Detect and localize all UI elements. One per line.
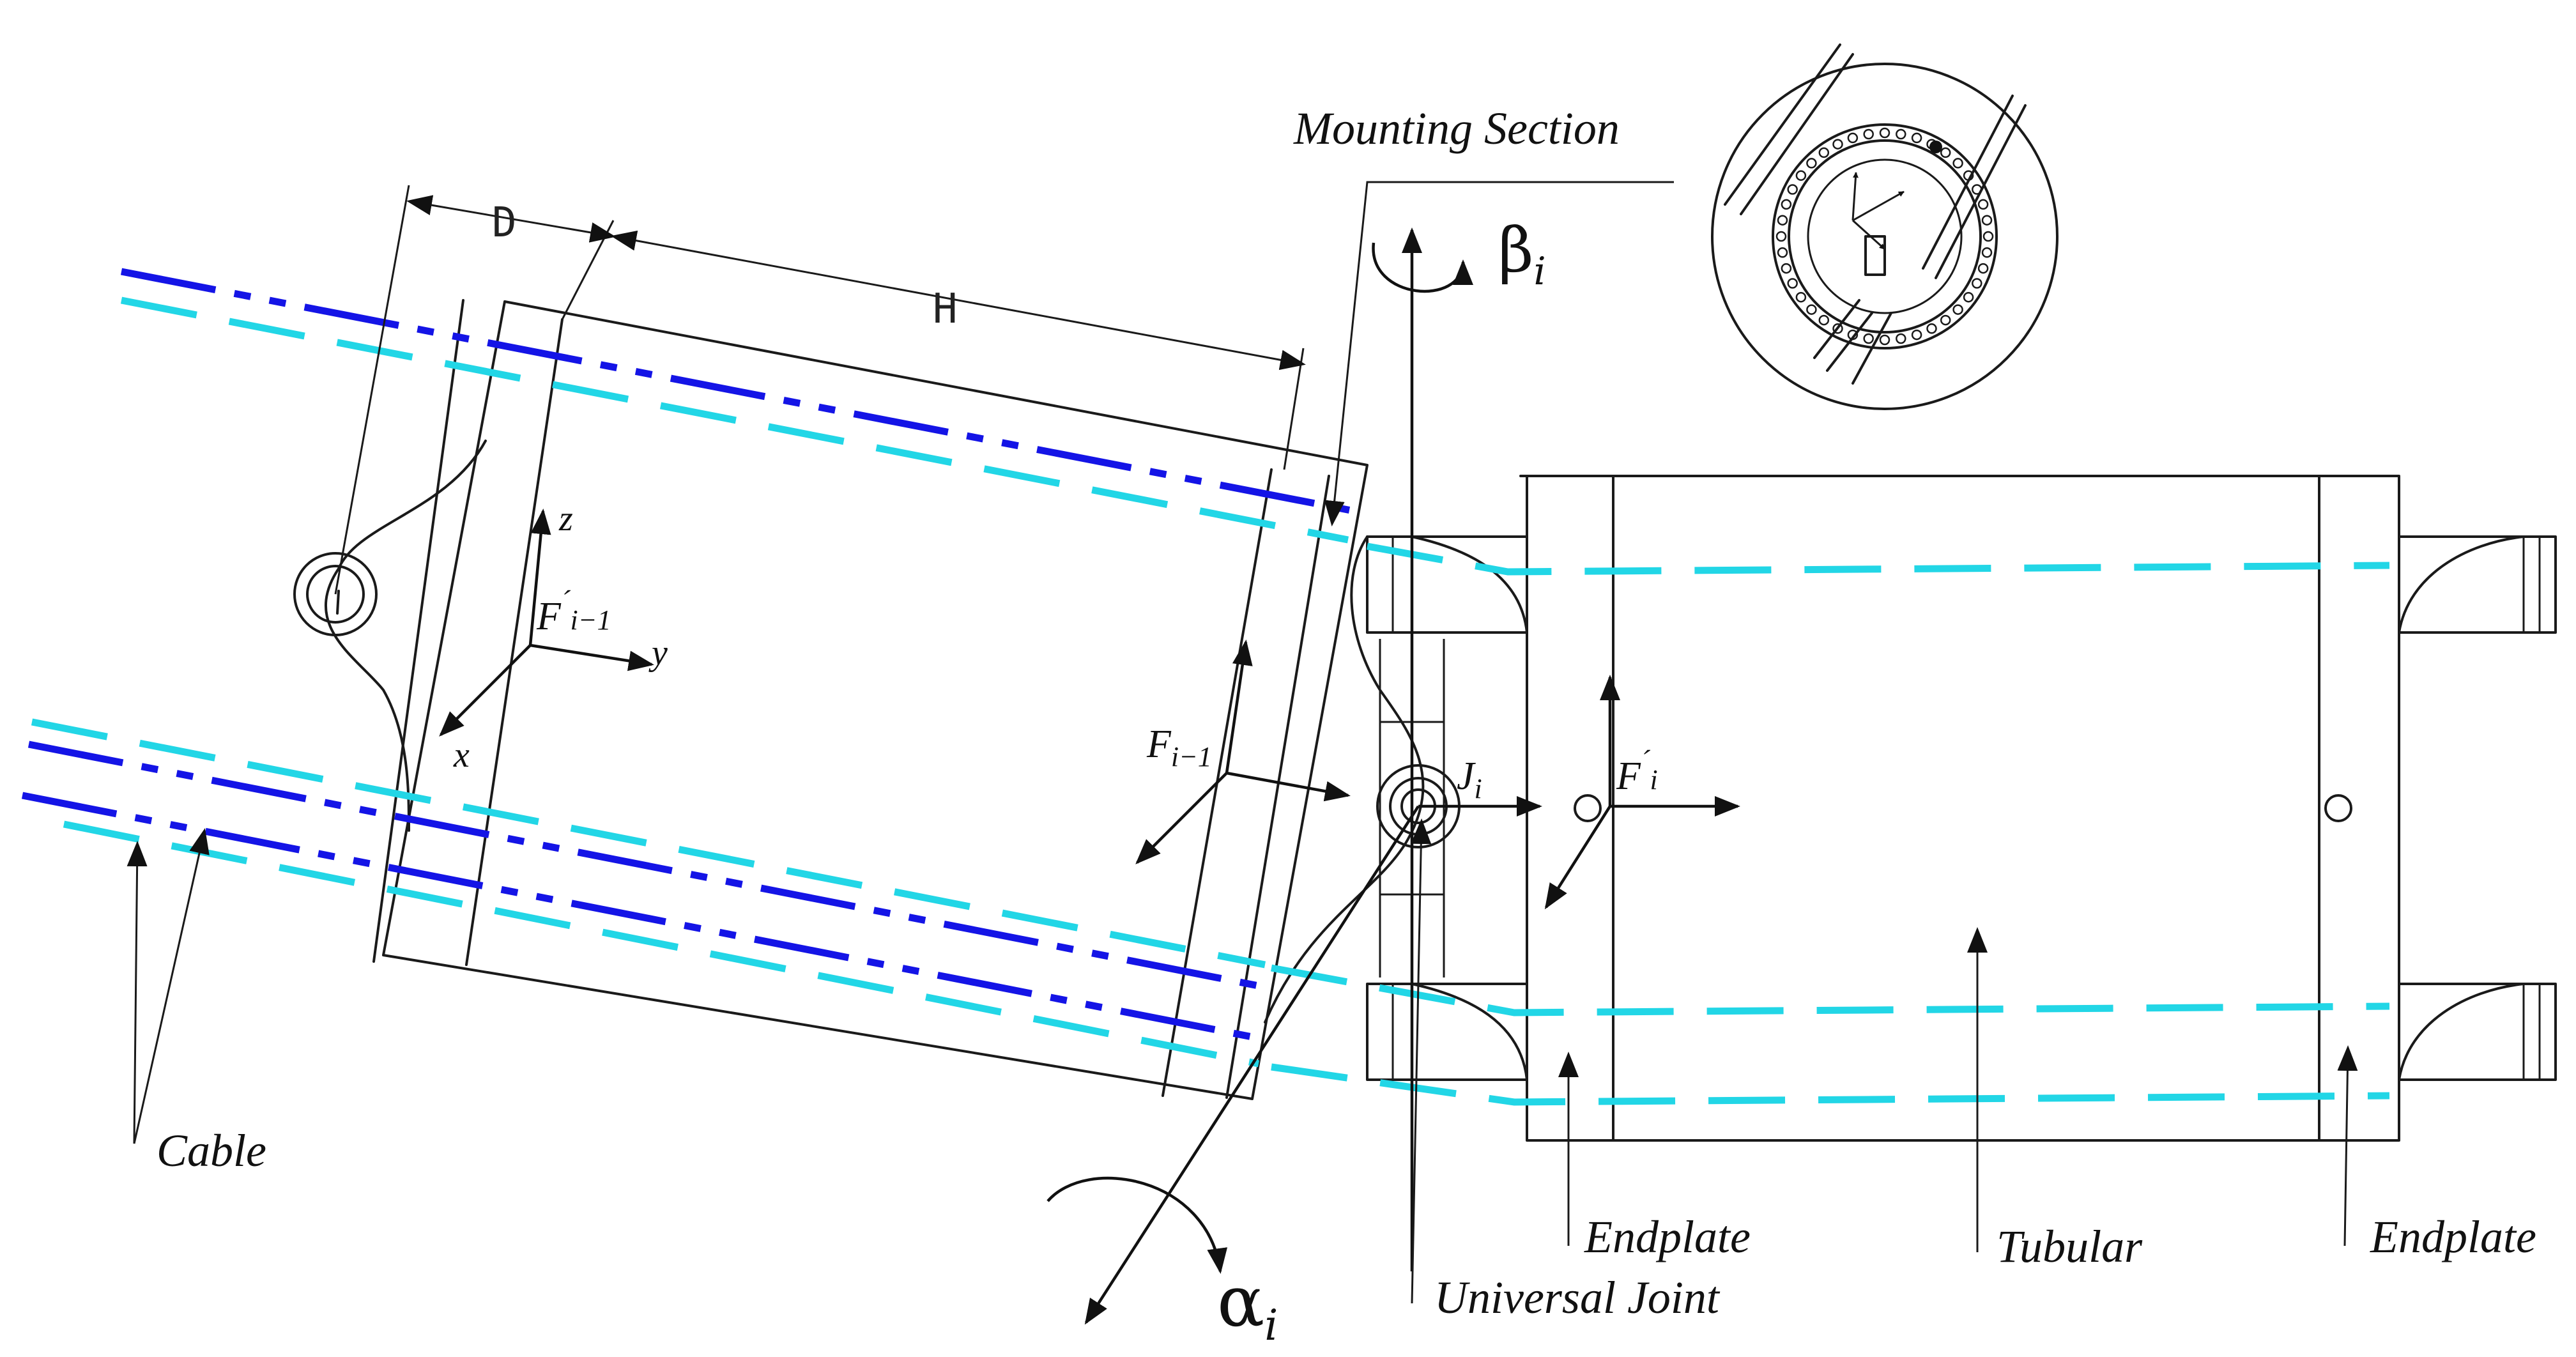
bolt-hole — [1982, 231, 1994, 242]
cable-blue-low — [21, 792, 1260, 1042]
cables — [21, 268, 2390, 1106]
alpha-label: αi — [1217, 1261, 1278, 1350]
bolt-hole — [1787, 278, 1798, 289]
bolt-hole — [1818, 314, 1830, 326]
beta-rotation: βi — [1372, 215, 1546, 1271]
bolt-hole — [1879, 334, 1890, 346]
bolt-hole — [1940, 147, 1951, 158]
mounting-bolt-holes — [1775, 127, 1994, 346]
left-module-body — [382, 300, 1368, 1100]
tubular-label: Tubular — [1997, 1221, 2143, 1272]
cable-blue-mid — [27, 740, 1266, 991]
bolt-hole — [1832, 323, 1843, 334]
right-module-body — [1526, 475, 2400, 1142]
bolt-hole — [1847, 132, 1859, 144]
cable-cyan-top — [120, 296, 1349, 544]
bolt-hole — [1896, 333, 1906, 344]
dimensions: D H — [334, 185, 1306, 595]
bolt-hole — [1863, 333, 1874, 344]
right-module — [1366, 475, 2557, 1142]
beta-label: βi — [1498, 215, 1546, 294]
bolt-hole — [1926, 323, 1937, 334]
bolt-hole — [1806, 158, 1817, 169]
bolt-hole — [1775, 231, 1787, 242]
bolt-hole — [1879, 127, 1890, 139]
right-lug — [1264, 535, 1425, 1023]
bolt-hole — [1832, 139, 1843, 150]
bolt-hole — [1818, 147, 1830, 158]
axis-z-label: z — [558, 499, 573, 539]
axis-y-label: y — [648, 633, 668, 673]
bolt-hole — [1777, 215, 1788, 226]
bolt-hole — [1952, 304, 1963, 315]
alpha-rotation: αi — [1046, 805, 1420, 1350]
dim-h-label: H — [933, 286, 958, 333]
bolt-hole — [1952, 158, 1963, 169]
cable-cyan-top-right — [1367, 542, 2390, 576]
joint-axis: Ji — [1418, 755, 1542, 816]
left-lug — [324, 440, 487, 832]
endplate-right-label: Endplate — [2370, 1211, 2536, 1262]
bolt-hole — [1896, 128, 1906, 140]
axis-x-label: x — [453, 735, 470, 775]
bolt-hole — [1977, 263, 1989, 274]
bolt-hole — [1787, 184, 1798, 195]
cable-cyan-low — [63, 820, 1260, 1068]
bolt-hole — [1781, 199, 1792, 210]
dim-d-label: D — [492, 199, 517, 247]
fprime-i-label: F´i — [1616, 745, 1658, 798]
cable-blue-top — [120, 268, 1356, 515]
bolt-hole — [1795, 170, 1807, 181]
bolt-hole — [1963, 291, 1974, 303]
f-prev-label: Fi−1 — [1146, 723, 1212, 772]
j-label: Ji — [1457, 755, 1482, 804]
bolt-hole — [1981, 247, 1993, 258]
fprime-prev-label: F´i−1 — [536, 585, 611, 638]
cable-cyan-low-right — [1271, 1063, 2390, 1106]
mounting-section-inset — [1711, 43, 2058, 410]
bolt-hole — [1981, 215, 1993, 226]
annotations: Mounting Section Cable Endplate Tubular … — [126, 103, 2536, 1323]
mounting-section-label: Mounting Section — [1293, 103, 1620, 154]
bolt-hole — [1806, 304, 1817, 315]
bolt-hole — [1972, 278, 1982, 289]
cable-cyan-mid-right — [1271, 964, 2390, 1016]
frame-fprime-prev: z y x F´i−1 — [439, 499, 668, 775]
bolt-hole — [1940, 314, 1951, 326]
cable-cyan-mid — [31, 718, 1266, 969]
bolt-hole — [1781, 263, 1792, 274]
bolt-hole — [1911, 132, 1922, 144]
bolt-hole — [1795, 291, 1807, 303]
cable-label: Cable — [157, 1125, 266, 1176]
bolt-hole — [1863, 128, 1874, 140]
universal-joint-label: Universal Joint — [1434, 1272, 1721, 1323]
frame-f-prev: Fi−1 — [1135, 640, 1351, 864]
bolt-hole — [1977, 199, 1989, 210]
endplate-left-label: Endplate — [1584, 1211, 1751, 1262]
bolt-hole — [1911, 329, 1922, 341]
bolt-hole — [1777, 247, 1788, 258]
frame-fprime-i: F´i — [1544, 675, 1740, 910]
